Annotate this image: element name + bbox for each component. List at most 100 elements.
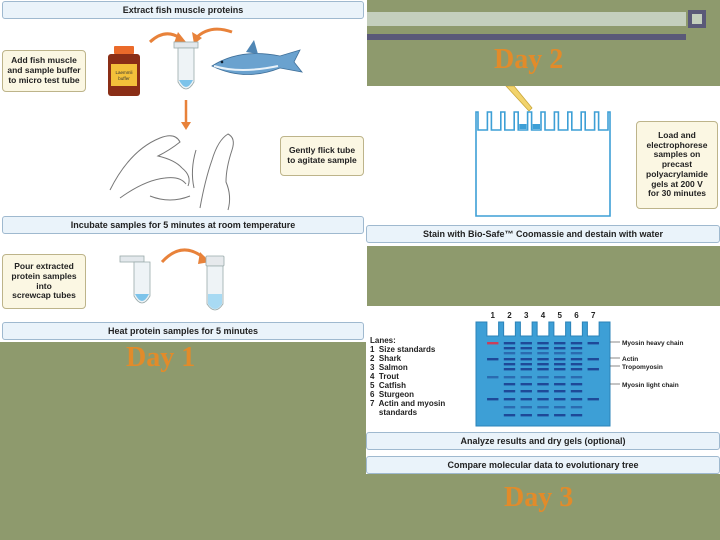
note-pour: Pour extracted protein samples into scre… (2, 254, 86, 309)
band-label: Myosin light chain (622, 382, 679, 389)
lane-legend-item: standards (370, 408, 418, 417)
band-label: Tropomyosin (622, 364, 663, 371)
day2-panel: Load and electrophorese samples on preca… (366, 86, 720, 246)
day1-illustration: Laemmli buffer (108, 27, 303, 311)
gel-band (520, 406, 532, 409)
gel-band (537, 414, 549, 417)
bottle-label-line1: Laemmli (115, 70, 132, 75)
loaded-sample (532, 124, 540, 129)
gel-band (554, 406, 566, 409)
gel-band (554, 383, 566, 386)
gel-band (587, 368, 599, 371)
note-add-muscle: Add fish muscle and sample buffer to mic… (2, 50, 86, 92)
gel-band (520, 347, 532, 350)
gel-band (554, 368, 566, 371)
arrow-head-2 (192, 32, 202, 44)
lane-number: 4 (541, 311, 546, 320)
arrow-down-head (181, 122, 191, 130)
micro-test-tube (173, 41, 199, 90)
day2-illustration (475, 86, 611, 217)
gel-band (537, 368, 549, 371)
bottle-label-line2: buffer (118, 76, 130, 81)
shark-icon (211, 40, 303, 75)
loaded-sample (519, 124, 527, 129)
gel-band (503, 342, 516, 345)
lane-number: 3 (524, 311, 529, 320)
gel-band (554, 390, 566, 393)
slide-header-bar (366, 8, 708, 40)
gel-band (554, 347, 566, 350)
micro-tube-2 (119, 255, 151, 304)
gel-band (537, 363, 549, 366)
gel-band (537, 383, 549, 386)
gel-band (487, 342, 499, 345)
gel-band (554, 414, 566, 417)
lane-number: 5 (558, 311, 563, 320)
screwcap-tube (205, 255, 225, 311)
gel-body (475, 321, 611, 427)
gel-band (487, 358, 499, 361)
gel-band (537, 390, 549, 393)
gel-band (503, 363, 516, 366)
day2-label: Day 2 (494, 44, 564, 75)
gel-band (570, 352, 583, 355)
gel-band (520, 352, 532, 355)
lane-legend-item: 5 Catfish (370, 381, 407, 390)
gel-band (520, 376, 532, 379)
gel-band (570, 390, 583, 393)
gel-band (570, 376, 583, 379)
gel-bands (487, 342, 599, 417)
buffer-bottle: Laemmli buffer (108, 46, 140, 96)
day3-label: Day 3 (504, 482, 574, 513)
gel-band (537, 358, 549, 361)
lanes-title: Lanes: (370, 336, 396, 345)
gel-band (487, 376, 499, 379)
lane-number: 2 (507, 311, 512, 320)
gel-band (487, 398, 499, 401)
gel-band (570, 368, 583, 371)
gel-band (570, 347, 583, 350)
gel-wells (519, 124, 540, 129)
gel-band (520, 390, 532, 393)
gel-band (503, 347, 516, 350)
gel-band (503, 414, 516, 417)
gel-band (554, 398, 566, 401)
lane-legend-item: 2 Shark (370, 354, 402, 363)
banner-extract: Extract fish muscle proteins (2, 1, 364, 19)
gel-band (587, 342, 599, 345)
banner-compare: Compare molecular data to evolutionary t… (366, 456, 720, 474)
gel-band (570, 363, 583, 366)
gel-band (570, 358, 583, 361)
lane-legend-item: 6 Sturgeon (370, 390, 415, 399)
gel-band (570, 383, 583, 386)
gel-band (537, 406, 549, 409)
gel-band (554, 342, 566, 345)
gel-band (554, 363, 566, 366)
band-label: Actin (622, 356, 638, 363)
lane-legend-item: 4 Trout (370, 372, 399, 381)
gel-band (503, 376, 516, 379)
gel-band (520, 363, 532, 366)
gel-band (520, 368, 532, 371)
gel-band (503, 406, 516, 409)
gel-band (537, 352, 549, 355)
lane-legend-item: 1 Size standards (370, 345, 436, 354)
gel-band (537, 398, 549, 401)
day1-panel: Extract fish muscle proteins Add fish mu… (0, 0, 367, 342)
banner-analyze: Analyze results and dry gels (optional) (366, 432, 720, 450)
lane-legend-item: 7 Actin and myosin (370, 399, 446, 408)
gel-band (520, 414, 532, 417)
gel-band (537, 376, 549, 379)
gel-band (570, 414, 583, 417)
gel-band (503, 383, 516, 386)
gel-band (520, 358, 532, 361)
gel-band (503, 398, 516, 401)
lane-number: 7 (591, 311, 596, 320)
header-bar-light (366, 12, 686, 26)
lane-number: 6 (574, 311, 579, 320)
gel-band (520, 383, 532, 386)
